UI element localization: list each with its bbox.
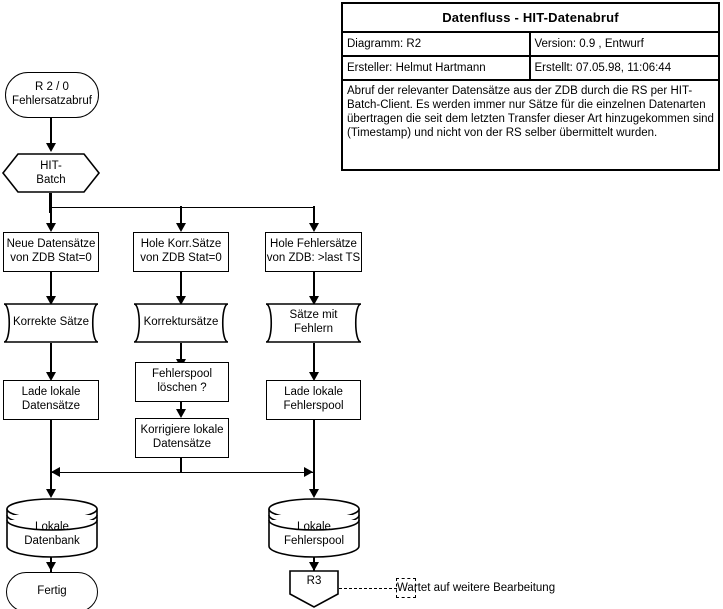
data-correct-records-shape	[3, 303, 99, 343]
offpage-ref-r3-label: R3	[306, 575, 322, 587]
arrowhead-right-data-to-load	[309, 372, 319, 381]
database-local-error-spool-label: Lokale Fehlerspool	[283, 521, 345, 547]
connector-left-data-to-load	[50, 343, 52, 374]
data-error-records-shape	[265, 303, 362, 343]
annotation-connector-line	[339, 588, 397, 589]
annotation-text: Wartet auf weitere Bearbeitung	[397, 582, 556, 594]
connector-merge-to-db-left	[50, 471, 52, 493]
arrowhead-left-data-to-load	[46, 372, 56, 381]
title-block: Datenfluss - HIT-Datenabruf Diagramm: R2…	[341, 2, 720, 171]
arrowhead-db-to-next-ref	[309, 562, 319, 571]
hit-batch-hexagon	[1, 153, 101, 193]
version-cell: Version: 0.9 , Entwurf	[534, 38, 644, 50]
start-terminator-label: R 2 / 0 Fehlersatzabruf	[12, 81, 92, 107]
title-block-row-1: Diagramm: R2 Version: 0.9 , Entwurf	[343, 33, 718, 57]
arrowhead-fork-right	[309, 223, 319, 232]
connector-batch-trunk	[48, 193, 52, 213]
database-local-error-spool-shape	[268, 498, 360, 558]
title-block-heading: Datenfluss - HIT-Datenabruf	[343, 4, 718, 33]
database-local-error-spool-wrap: Lokale Fehlerspool	[268, 521, 360, 553]
connector-left-fetch-to-data	[50, 272, 52, 298]
database-local-db-shape	[6, 498, 98, 558]
connector-mid-correct-down	[180, 458, 182, 472]
connector-fork-drop-left	[50, 206, 52, 225]
database-local-db-label: Lokale Datenbank	[24, 521, 80, 547]
offpage-ref-r3-wrap: R3	[289, 575, 339, 591]
diagram-id-cell: Diagramm: R2	[343, 33, 531, 55]
process-load-local-error-spool: Lade lokale Fehlerspool	[266, 380, 361, 420]
arrowhead-merge-left	[51, 467, 60, 477]
process-fetch-error-records: Hole Fehlersätze von ZDB: >last TS	[265, 232, 362, 272]
arrowhead-left-fetch-to-data	[46, 296, 56, 305]
connector-mid-data-to-decision	[180, 343, 182, 361]
hit-batch-label: HIT- Batch	[36, 160, 66, 186]
connector-merge-bar	[50, 471, 314, 474]
data-error-records-label: Sätze mit Fehlern	[289, 309, 338, 335]
end-terminator-label: Fertig	[37, 585, 67, 598]
end-terminator: Fertig	[6, 572, 98, 609]
arrowhead-db-to-end	[46, 562, 56, 571]
data-correction-records-shape	[133, 303, 229, 343]
data-correction-records-label: Korrektursätze	[143, 316, 219, 328]
process-fetch-new-records-label: Neue Datensätze von ZDB Stat=0	[6, 238, 96, 264]
hit-batch-label-wrap: HIT- Batch	[2, 160, 100, 188]
process-fetch-error-records-label: Hole Fehlersätze von ZDB: >last TS	[266, 238, 361, 264]
offpage-ref-r3-shape	[289, 570, 339, 608]
arrowhead-right-fetch-to-data	[309, 296, 319, 305]
connector-start-to-batch	[50, 118, 52, 144]
connector-right-load-down	[313, 420, 315, 472]
arrowhead-merge-to-db-right	[309, 489, 319, 498]
connector-fork-bar	[50, 206, 315, 209]
process-fetch-new-records: Neue Datensätze von ZDB Stat=0	[3, 232, 99, 272]
process-load-local-records: Lade lokale Datensätze	[3, 380, 99, 420]
arrowhead-fork-left	[46, 223, 56, 232]
connector-fork-drop-right	[313, 206, 315, 225]
process-fetch-correction-records: Hole Korr.Sätze von ZDB Stat=0	[133, 232, 229, 272]
connector-merge-to-db-right	[313, 471, 315, 493]
data-correct-records-wrap: Korrekte Sätze	[3, 316, 99, 332]
author-cell: Ersteller: Helmut Hartmann	[343, 57, 531, 79]
title-block-row-2: Ersteller: Helmut Hartmann Erstellt: 07.…	[343, 57, 718, 81]
arrowhead-mid-decision-to-correct	[176, 409, 186, 418]
arrowhead-merge-to-db-left	[46, 489, 56, 498]
process-fetch-correction-records-label: Hole Korr.Sätze von ZDB Stat=0	[140, 238, 222, 264]
connector-mid-decision-to-correct	[180, 402, 182, 414]
arrowhead-merge-right	[304, 467, 313, 477]
arrowhead-mid-fetch-to-data	[176, 296, 186, 305]
process-load-local-records-label: Lade lokale Datensätze	[21, 386, 81, 412]
connector-fork-drop-mid	[180, 206, 182, 225]
process-correct-local-records-label: Korrigiere lokale Datensätze	[140, 424, 224, 450]
connector-left-load-down	[50, 420, 52, 472]
connector-mid-fetch-to-data	[180, 272, 182, 298]
start-terminator: R 2 / 0 Fehlersatzabruf	[5, 72, 99, 118]
connector-right-fetch-to-data	[313, 272, 315, 298]
database-local-db-wrap: Lokale Datenbank	[6, 521, 98, 553]
data-correct-records-label: Korrekte Sätze	[12, 316, 90, 328]
process-delete-error-spool: Fehlerspool löschen ?	[135, 362, 229, 402]
process-load-local-error-spool-label: Lade lokale Fehlerspool	[283, 386, 344, 412]
connector-right-data-to-load	[313, 343, 315, 374]
process-delete-error-spool-label: Fehlerspool löschen ?	[151, 368, 213, 394]
data-error-records-wrap: Sätze mit Fehlern	[265, 309, 362, 339]
description-cell: Abruf der relevanter Datensätze aus der …	[347, 85, 714, 140]
arrowhead-start-to-batch	[46, 143, 56, 152]
annotation-dashed-box	[396, 578, 416, 598]
created-cell: Erstellt: 07.05.98, 11:06:44	[534, 62, 672, 74]
process-correct-local-records: Korrigiere lokale Datensätze	[135, 418, 229, 458]
arrowhead-fork-mid	[176, 223, 186, 232]
data-correction-records-wrap: Korrektursätze	[133, 316, 229, 332]
